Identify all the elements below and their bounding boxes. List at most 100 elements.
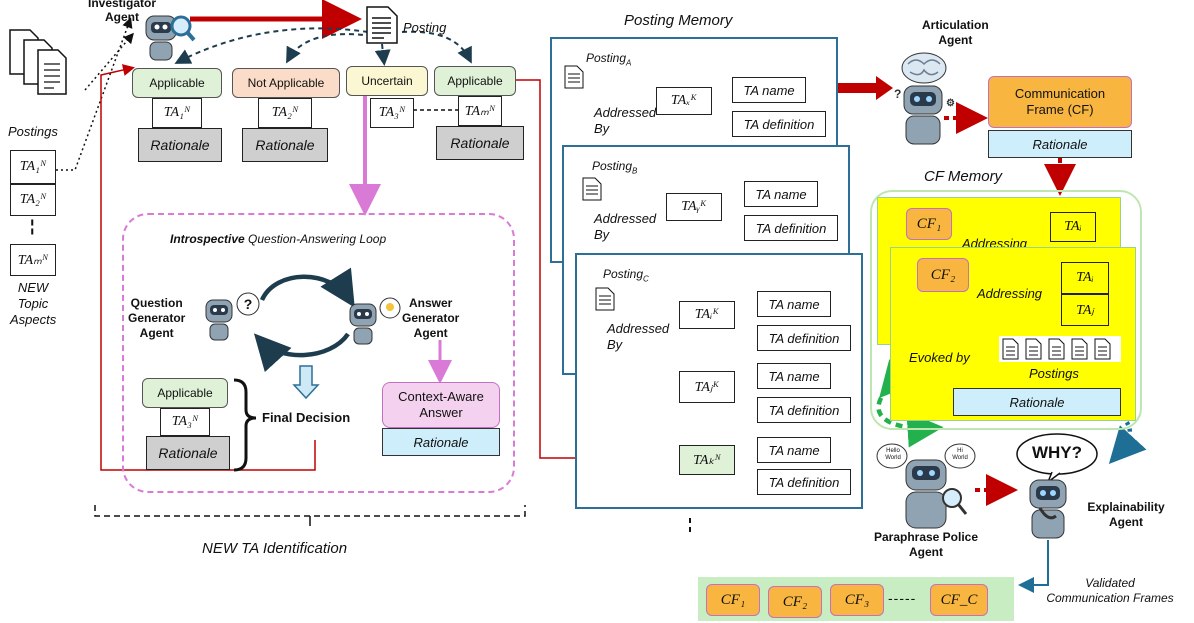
answer-agent-label: Answer Generator Agent xyxy=(402,296,460,340)
ta-name-a: TA name xyxy=(732,77,806,103)
addressing-2: Addressing xyxy=(977,286,1043,301)
evoked-by-label: Evoked by xyxy=(909,350,970,365)
ta-n-2-box: TA₂ᴺ xyxy=(10,184,56,216)
cf2-ta-i: TAᵢ xyxy=(1061,262,1109,294)
loop-top-arrow xyxy=(259,267,355,308)
cf1-ta-i: TAᵢ xyxy=(1050,212,1096,242)
ta-n-m-box: TAₘᴺ xyxy=(10,244,56,276)
hello-world-bubble: Hello World xyxy=(885,448,901,461)
cf-memory-region xyxy=(870,190,1142,430)
posting-b-label: PostingB xyxy=(592,159,638,176)
ta-m-box: TAₘᴺ xyxy=(458,96,502,126)
postings-small-label: Postings xyxy=(1029,366,1079,381)
posting-c-doc-icon xyxy=(595,287,615,311)
posting-b-doc-icon xyxy=(582,177,602,201)
paraphrase-agent-label: Paraphrase Police Agent xyxy=(873,530,979,559)
postings-stack-icon xyxy=(9,29,67,95)
ta-j-box: TAⱼᴷ xyxy=(679,371,735,403)
ta-name-b: TA name xyxy=(744,181,818,207)
loop-rationale: Rationale xyxy=(146,436,230,470)
loop-answer-rationale: Rationale xyxy=(382,428,500,456)
down-hollow-arrow xyxy=(292,365,320,400)
explainability-agent-label: Explainability Agent xyxy=(1087,500,1165,529)
svg-text:⚙: ⚙ xyxy=(946,98,955,109)
posting-label: Posting xyxy=(403,20,447,35)
dashed-arc-applicable xyxy=(174,27,369,64)
paraphrase-police-robot-icon xyxy=(876,443,976,529)
ta-k-box: TAₖᴺ xyxy=(679,445,735,475)
investigator-robot-icon xyxy=(145,15,196,61)
rationale-m: Rationale xyxy=(436,126,524,160)
ta-definition-a: TA definition xyxy=(732,111,826,137)
cf2-ta-j: TAⱼ xyxy=(1061,294,1109,326)
hi-world-bubble: Hi World xyxy=(952,448,968,461)
loop-title: Introspective Question-Answering Loop xyxy=(170,232,386,246)
articulation-robot-icon: ? ⚙ xyxy=(894,52,955,145)
dashed-arc-applicable-2 xyxy=(401,30,472,64)
addressed-by-b: Addressed By xyxy=(594,211,657,242)
ta-y-box: TAᵧᴷ xyxy=(666,193,722,221)
posting-c-label: PostingC xyxy=(603,267,649,284)
loop-title-rest: Question-Answering Loop xyxy=(244,232,387,246)
postings-label: Postings xyxy=(8,124,58,139)
ta-n-1-box: TA₁ᴺ xyxy=(10,150,56,184)
dotted-postings-line xyxy=(56,17,133,171)
ta-definition-b: TA definition xyxy=(744,215,838,241)
posting-a-label: PostingA xyxy=(586,51,632,68)
answer-robot-icon xyxy=(349,297,401,345)
loop-title-bold: Introspective xyxy=(170,232,245,246)
label-uncertain: Uncertain xyxy=(346,66,428,96)
posting-document-icon xyxy=(366,6,398,44)
context-aware-answer-box: Context-Aware Answer xyxy=(382,382,500,428)
loop-bottom-arrow xyxy=(253,332,350,373)
question-robot-icon: ? xyxy=(205,292,260,341)
ta-name-c1: TA name xyxy=(757,291,831,317)
cf-card-2: CF₂ Addressing TAᵢ TAⱼ Evoked by Posting… xyxy=(890,247,1136,421)
investigator-agent-label: Investigator Agent xyxy=(88,0,157,24)
rationale-2: Rationale xyxy=(242,128,328,162)
brace xyxy=(233,378,257,472)
dotted-stack-line xyxy=(84,32,134,91)
posting-memory-title: Posting Memory xyxy=(624,12,733,29)
cf2-rationale: Rationale xyxy=(953,388,1121,416)
dashed-arc-not-applicable xyxy=(286,33,373,64)
evoked-postings-icons xyxy=(999,336,1121,362)
label-not-applicable: Not Applicable xyxy=(232,68,340,98)
cf-rationale: Rationale xyxy=(988,130,1132,158)
cf1-box: CF₁ xyxy=(906,208,952,240)
addressed-by-a: Addressed By xyxy=(594,105,657,136)
rationale-1: Rationale xyxy=(138,128,222,162)
new-topic-aspects-label: NEW Topic Aspects xyxy=(10,280,57,327)
validated-cf-1: CF₁ xyxy=(706,584,760,616)
validated-cf-3: CF₃ xyxy=(830,584,884,616)
explainability-robot-icon xyxy=(1029,479,1067,539)
ellipsis-dash: ¦ xyxy=(30,218,35,235)
label-applicable-2: Applicable xyxy=(434,66,516,96)
ta-3-box: TA₃ᴺ xyxy=(370,98,414,128)
loop-applicable-label: Applicable xyxy=(142,378,228,408)
ta-2-box: TA₂ᴺ xyxy=(258,98,312,128)
ta-i-box: TAᵢᴷ xyxy=(679,301,735,329)
validated-dashes: ----- xyxy=(888,590,917,606)
dashed-arc-uncertain xyxy=(374,43,391,66)
ta-name-c2: TA name xyxy=(757,363,831,389)
svg-text:?: ? xyxy=(244,296,253,312)
svg-text:?: ? xyxy=(894,87,901,101)
posting-a-doc-icon xyxy=(564,65,584,89)
communication-frame-box: Communication Frame (CF) xyxy=(988,76,1132,128)
label-applicable-1: Applicable xyxy=(132,68,222,98)
cf-memory-title: CF Memory xyxy=(924,168,1003,185)
ta-definition-c3: TA definition xyxy=(757,469,851,495)
cf2-box: CF₂ xyxy=(917,258,969,292)
validated-cf-2: CF₂ xyxy=(768,586,822,618)
articulation-agent-label: Articulation Agent xyxy=(922,18,989,47)
ta-x-box: TAₓᴷ xyxy=(656,87,712,115)
introspective-loop-region xyxy=(122,213,515,493)
ta-definition-c1: TA definition xyxy=(757,325,851,351)
why-speech-bubble xyxy=(1016,433,1098,484)
validated-label: Validated Communication Frames xyxy=(1046,576,1174,605)
ta-1-box: TA₁ᴺ xyxy=(152,98,202,128)
ta-definition-c2: TA definition xyxy=(757,397,851,423)
new-ta-identification-label: NEW TA Identification xyxy=(202,540,348,557)
